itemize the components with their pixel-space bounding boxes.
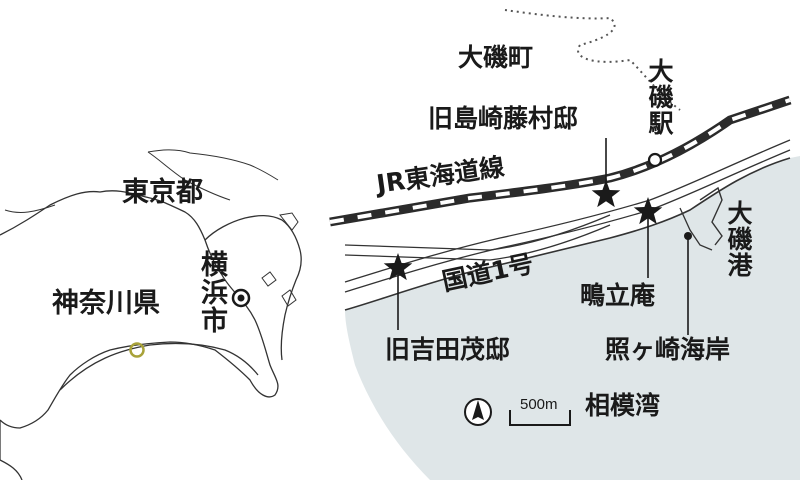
scale-bar bbox=[509, 410, 571, 426]
oiso-locator-circle bbox=[129, 342, 145, 358]
overview-map bbox=[0, 149, 302, 481]
label-scale: 500m bbox=[520, 396, 558, 413]
label-yokohama: 横浜市 bbox=[196, 250, 227, 334]
label-terugasaki: 照ヶ崎海岸 bbox=[605, 335, 731, 364]
shoreline bbox=[344, 157, 791, 311]
overview-west-coast bbox=[0, 420, 23, 481]
label-oiso-port: 大磯港 bbox=[724, 200, 753, 278]
route-1-road bbox=[344, 149, 791, 293]
north-arrow-icon bbox=[464, 398, 492, 426]
label-yoshida: 旧吉田茂邸 bbox=[385, 335, 511, 364]
label-oiso-town: 大磯町 bbox=[458, 43, 534, 72]
label-sagami-bay: 相模湾 bbox=[585, 391, 661, 420]
overview-tokyo-border bbox=[147, 151, 231, 201]
overview-north-border bbox=[147, 149, 279, 181]
label-oiso-station: 大磯駅 bbox=[645, 58, 674, 136]
label-tokyo: 東京都 bbox=[122, 177, 203, 208]
label-shigitatsuan: 鴫立庵 bbox=[580, 281, 656, 310]
overview-coastline bbox=[0, 190, 279, 429]
overview-sagami-coast bbox=[59, 342, 259, 391]
star-marker-icon bbox=[591, 180, 621, 208]
label-shimazaki: 旧島崎藤村邸 bbox=[428, 104, 579, 133]
city-center-icon bbox=[231, 288, 251, 308]
overview-tokyo-bay bbox=[204, 214, 302, 361]
overview-kanagawa-border bbox=[4, 204, 56, 213]
local-road bbox=[344, 214, 611, 251]
station-circle-icon bbox=[647, 152, 663, 168]
port-pier bbox=[699, 186, 723, 246]
label-kanagawa: 神奈川県 bbox=[52, 288, 160, 319]
star-marker-icon bbox=[633, 197, 663, 225]
detail-map bbox=[329, 9, 800, 480]
star-marker-icon bbox=[383, 253, 413, 281]
dotted-boundary bbox=[504, 9, 681, 111]
